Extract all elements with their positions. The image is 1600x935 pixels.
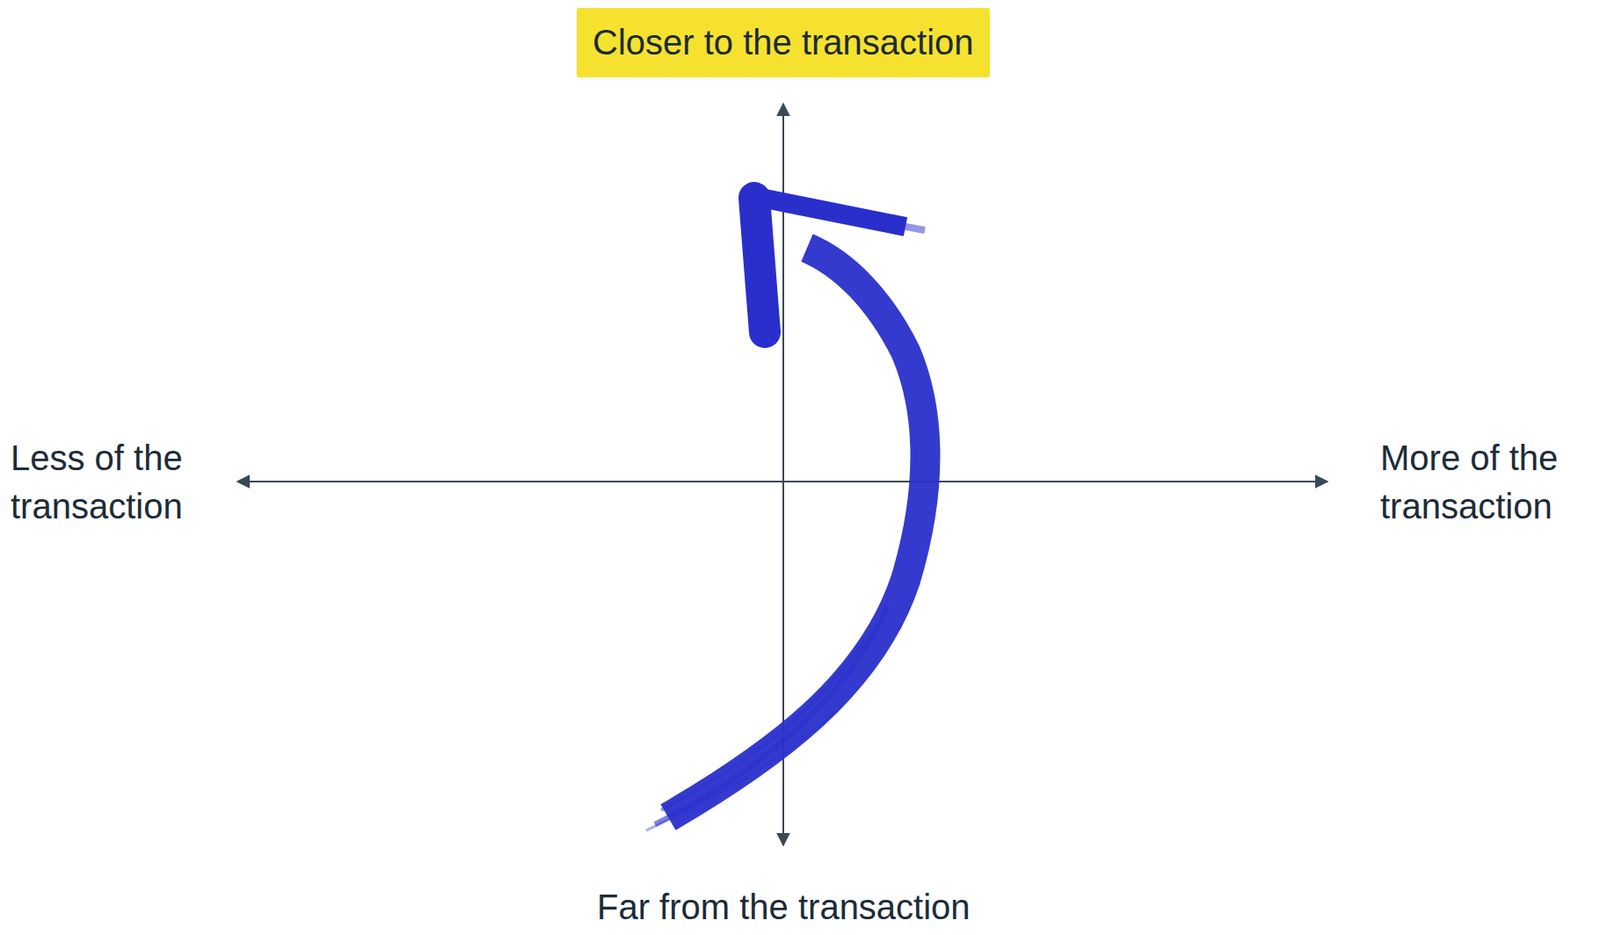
horizontal-axis <box>237 480 1328 483</box>
axis-label: More of the transaction <box>1380 434 1592 531</box>
brush-arrow <box>646 195 926 831</box>
axis-label: Closer to the transaction <box>592 18 975 67</box>
axis-label: Far from the transaction <box>596 883 971 932</box>
axis-label: Less of the transaction <box>10 434 222 531</box>
highlight-label: Closer to the transaction <box>576 7 990 78</box>
